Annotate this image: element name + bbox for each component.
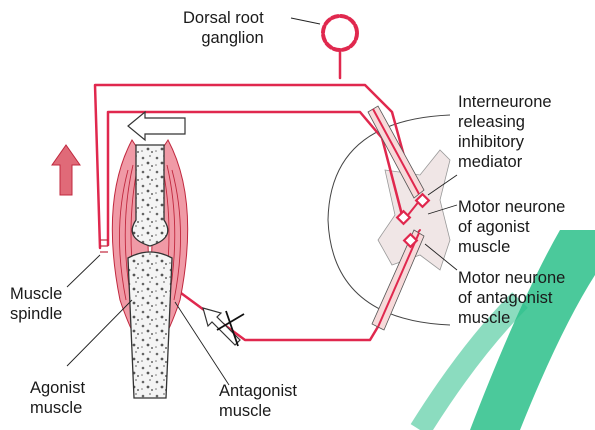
upper-bone	[132, 145, 168, 246]
arrow-blocked-icon	[203, 308, 244, 346]
dorsal-root-ganglion	[323, 16, 357, 50]
label-motor-neurone-antagonist: Motor neurone of antagonist muscle	[458, 268, 565, 328]
label-antagonist-muscle: Antagonist muscle	[219, 381, 297, 421]
label-dorsal-root-ganglion: Dorsal root ganglion	[183, 8, 264, 48]
lower-bone	[128, 252, 172, 398]
label-muscle-spindle: Muscle spindle	[10, 284, 62, 324]
label-agonist-muscle: Agonist muscle	[30, 378, 85, 418]
arrow-up-icon	[52, 145, 80, 195]
label-interneurone: Interneurone releasing inhibitory mediat…	[458, 92, 552, 172]
arrow-left-icon	[128, 112, 185, 140]
label-motor-neurone-agonist: Motor neurone of agonist muscle	[458, 197, 565, 257]
